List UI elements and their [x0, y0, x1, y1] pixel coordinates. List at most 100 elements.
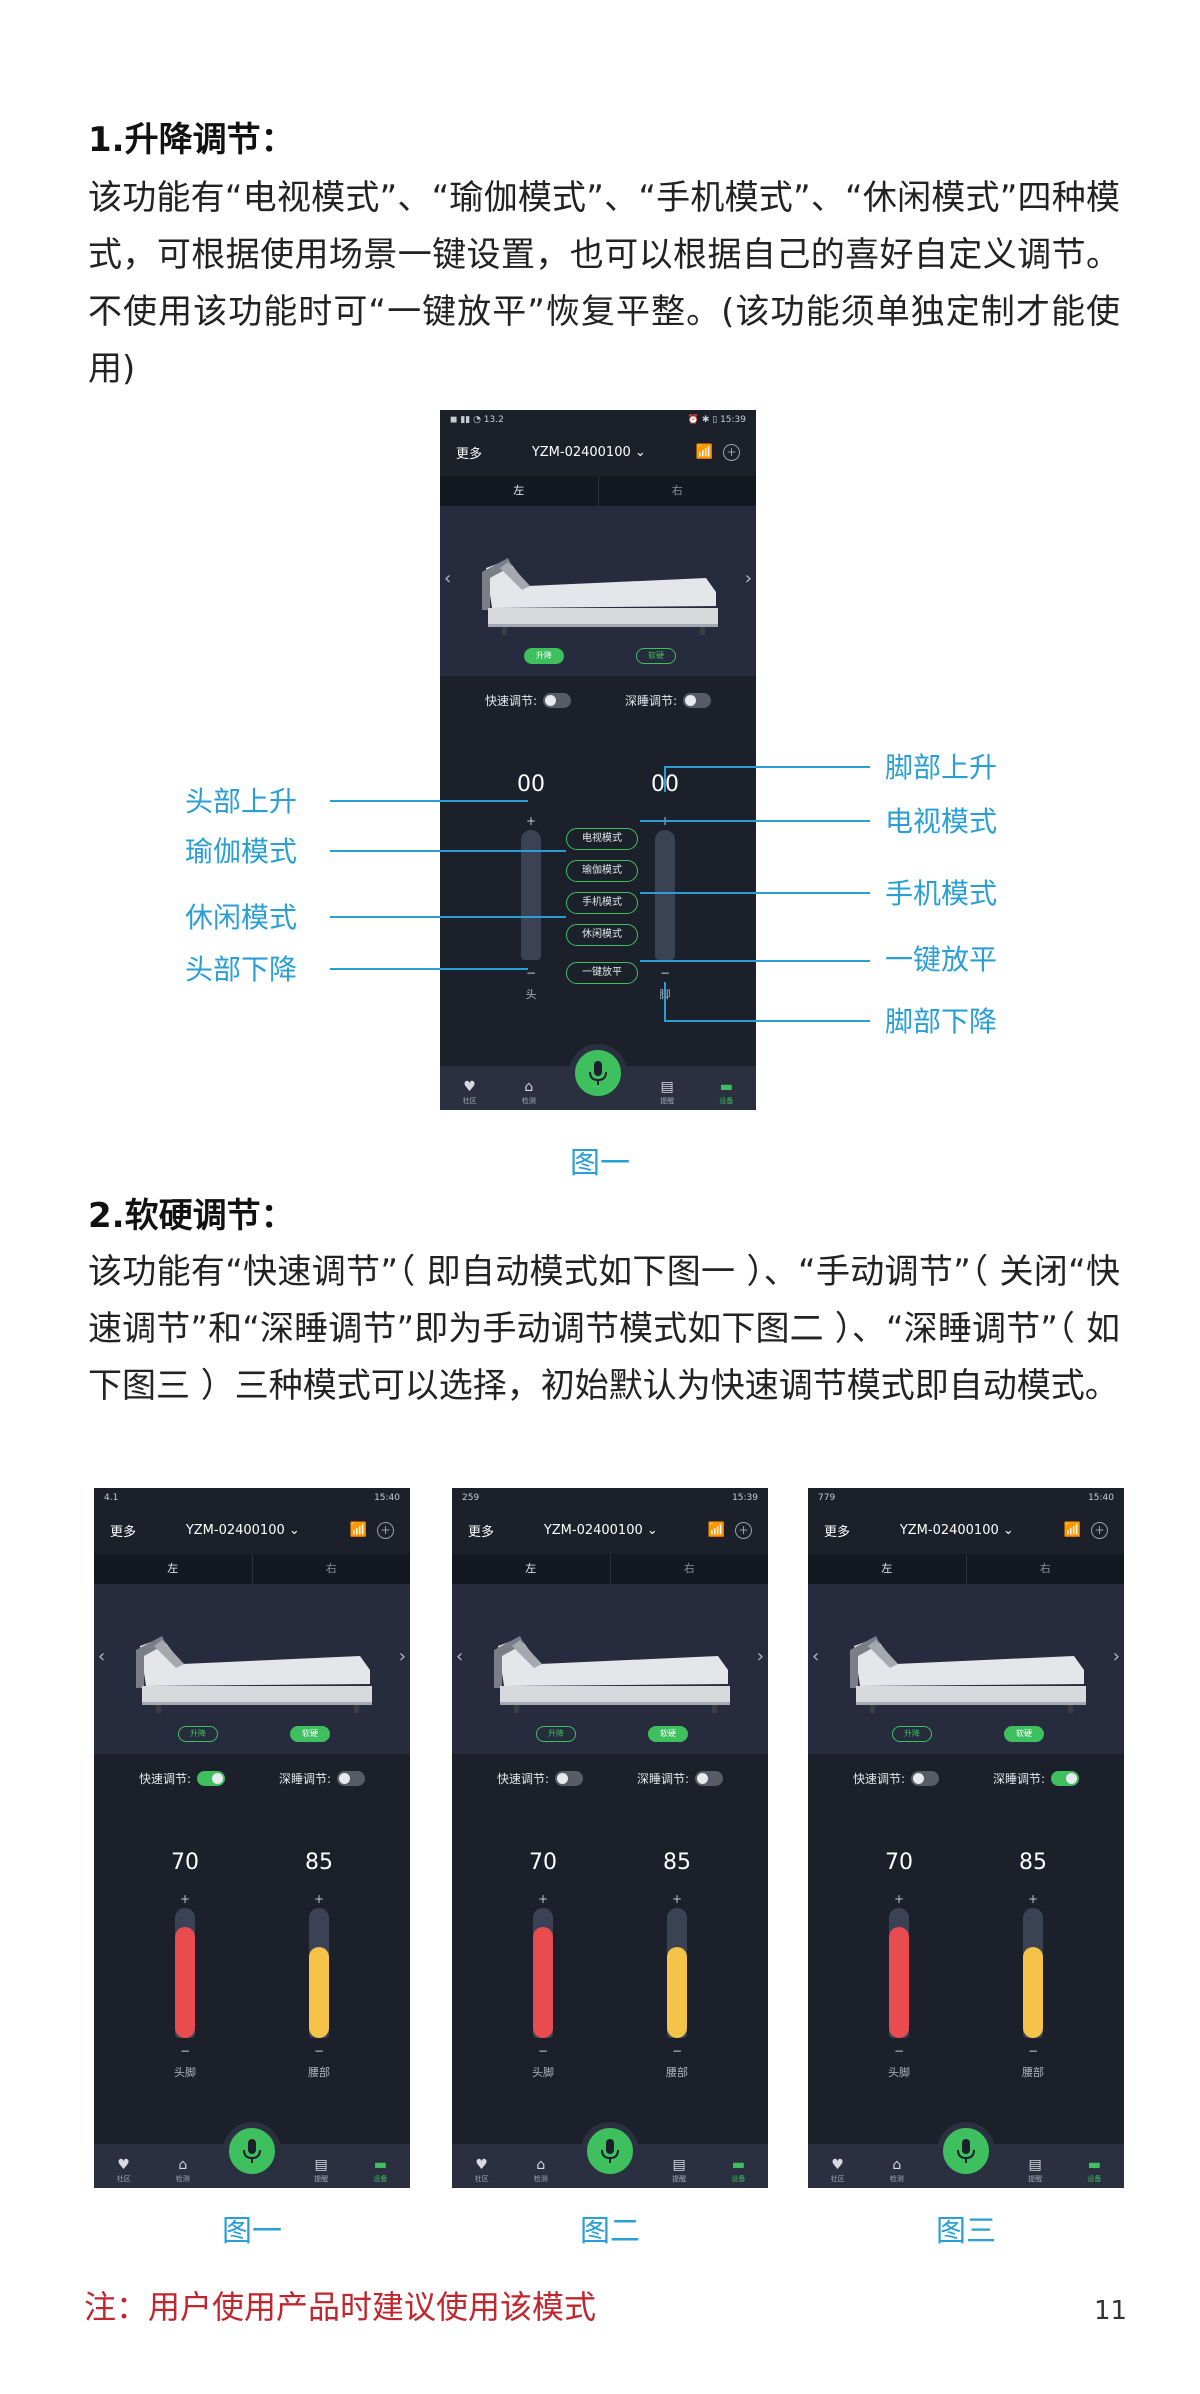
- mic-button[interactable]: [937, 2122, 995, 2180]
- tab-left[interactable]: 左: [94, 1554, 253, 1584]
- nav-remind[interactable]: ▤提醒: [659, 2158, 699, 2184]
- lift-mode-button[interactable]: 升降: [178, 1726, 218, 1742]
- quick-adjust-toggle[interactable]: [555, 1770, 584, 1786]
- device-selector[interactable]: YZM-02400100 ⌄: [899, 1522, 1014, 1538]
- waist-slider[interactable]: [667, 1908, 687, 2038]
- more-button[interactable]: 更多: [456, 446, 483, 462]
- chevron-left-icon[interactable]: ‹: [444, 568, 452, 589]
- bed-preview: ‹ › 升降 软硬: [94, 1584, 410, 1754]
- chevron-right-icon[interactable]: ›: [1112, 1646, 1120, 1667]
- deep-sleep-toggle[interactable]: [1051, 1770, 1080, 1786]
- nav-device[interactable]: ▬设备: [718, 2158, 758, 2184]
- nav-community[interactable]: ♥社区: [450, 1080, 490, 1106]
- deep-sleep-label: 深睡调节:: [278, 1771, 332, 1786]
- tv-mode-button[interactable]: 电视模式: [566, 828, 638, 850]
- waist-slider[interactable]: [1023, 1908, 1043, 2038]
- add-icon[interactable]: +: [735, 1521, 752, 1539]
- device-selector[interactable]: YZM-02400100 ⌄: [531, 444, 646, 460]
- add-icon[interactable]: +: [723, 443, 740, 461]
- head-minus[interactable]: −: [525, 966, 537, 980]
- deep-sleep-toggle[interactable]: [337, 1770, 366, 1786]
- foot-slider[interactable]: [655, 830, 675, 960]
- nav-remind[interactable]: ▤提醒: [647, 1080, 687, 1106]
- leisure-mode-button[interactable]: 休闲模式: [566, 924, 638, 946]
- tab-right[interactable]: 右: [683, 1562, 695, 1575]
- device-selector[interactable]: YZM-02400100 ⌄: [543, 1522, 658, 1538]
- flat-reset-button[interactable]: 一键放平: [566, 962, 638, 984]
- waist-minus[interactable]: −: [1027, 2044, 1039, 2058]
- deep-sleep-toggle[interactable]: [683, 692, 712, 708]
- add-icon[interactable]: +: [1091, 1521, 1108, 1539]
- head-slider[interactable]: [521, 830, 541, 960]
- tab-right[interactable]: 右: [1039, 1562, 1051, 1575]
- wifi-icon[interactable]: 📶: [1063, 1521, 1081, 1538]
- more-button[interactable]: 更多: [824, 1524, 851, 1540]
- more-button[interactable]: 更多: [468, 1524, 495, 1540]
- more-button[interactable]: 更多: [110, 1524, 137, 1540]
- lift-mode-button[interactable]: 升降: [536, 1726, 576, 1742]
- chevron-right-icon[interactable]: ›: [744, 568, 752, 589]
- head-plus[interactable]: +: [525, 814, 537, 828]
- nav-label: 检测: [175, 2175, 190, 2183]
- mic-button[interactable]: [223, 2122, 281, 2180]
- chevron-right-icon[interactable]: ›: [398, 1646, 406, 1667]
- head-foot-plus[interactable]: +: [893, 1892, 905, 1906]
- head-foot-slider[interactable]: [889, 1908, 909, 2038]
- mic-button[interactable]: [581, 2122, 639, 2180]
- head-foot-plus[interactable]: +: [537, 1892, 549, 1906]
- nav-remind[interactable]: ▤提醒: [301, 2158, 341, 2184]
- waist-slider[interactable]: [309, 1908, 329, 2038]
- yoga-mode-button[interactable]: 瑜伽模式: [566, 860, 638, 882]
- tab-left[interactable]: 左: [808, 1554, 967, 1584]
- waist-minus[interactable]: −: [671, 2044, 683, 2058]
- tab-left[interactable]: 左: [440, 476, 599, 506]
- head-foot-minus[interactable]: −: [179, 2044, 191, 2058]
- nav-detect[interactable]: ⌂检测: [509, 1080, 549, 1106]
- nav-detect[interactable]: ⌂检测: [877, 2158, 917, 2184]
- home-icon: ⌂: [178, 2157, 188, 2173]
- quick-adjust-toggle[interactable]: [543, 692, 572, 708]
- phone-mode-button[interactable]: 手机模式: [566, 892, 638, 914]
- waist-plus[interactable]: +: [313, 1892, 325, 1906]
- quick-adjust-toggle[interactable]: [911, 1770, 940, 1786]
- head-foot-slider[interactable]: [533, 1908, 553, 2038]
- wifi-icon[interactable]: 📶: [707, 1521, 725, 1538]
- head-foot-minus[interactable]: −: [537, 2044, 549, 2058]
- nav-community[interactable]: ♥社区: [104, 2158, 144, 2184]
- soft-mode-button[interactable]: 软硬: [1004, 1726, 1044, 1742]
- waist-plus[interactable]: +: [671, 1892, 683, 1906]
- lift-mode-button[interactable]: 升降: [892, 1726, 932, 1742]
- nav-device[interactable]: ▬设备: [706, 1080, 746, 1106]
- chevron-left-icon[interactable]: ‹: [812, 1646, 820, 1667]
- chevron-left-icon[interactable]: ‹: [456, 1646, 464, 1667]
- nav-community[interactable]: ♥社区: [462, 2158, 502, 2184]
- wifi-icon[interactable]: 📶: [349, 1521, 367, 1538]
- nav-community[interactable]: ♥社区: [818, 2158, 858, 2184]
- waist-minus[interactable]: −: [313, 2044, 325, 2058]
- tab-right[interactable]: 右: [325, 1562, 337, 1575]
- quick-adjust-toggle[interactable]: [197, 1770, 226, 1786]
- nav-remind[interactable]: ▤提醒: [1015, 2158, 1055, 2184]
- nav-detect[interactable]: ⌂检测: [521, 2158, 561, 2184]
- foot-minus[interactable]: −: [659, 966, 671, 980]
- head-foot-minus[interactable]: −: [893, 2044, 905, 2058]
- nav-device[interactable]: ▬设备: [360, 2158, 400, 2184]
- chevron-left-icon[interactable]: ‹: [98, 1646, 106, 1667]
- tab-left[interactable]: 左: [452, 1554, 611, 1584]
- wifi-icon[interactable]: 📶: [695, 443, 713, 460]
- lift-mode-button[interactable]: 升降: [524, 648, 564, 664]
- head-foot-slider[interactable]: [175, 1908, 195, 2038]
- waist-plus[interactable]: +: [1027, 1892, 1039, 1906]
- soft-mode-button[interactable]: 软硬: [648, 1726, 688, 1742]
- nav-device[interactable]: ▬设备: [1074, 2158, 1114, 2184]
- soft-mode-button[interactable]: 软硬: [636, 648, 676, 664]
- tab-right[interactable]: 右: [671, 484, 683, 497]
- deep-sleep-toggle[interactable]: [695, 1770, 724, 1786]
- nav-detect[interactable]: ⌂ 检测: [163, 2158, 203, 2184]
- chevron-right-icon[interactable]: ›: [756, 1646, 764, 1667]
- head-foot-plus[interactable]: +: [179, 1892, 191, 1906]
- soft-mode-button[interactable]: 软硬: [290, 1726, 330, 1742]
- mic-button[interactable]: [569, 1044, 627, 1102]
- device-selector[interactable]: YZM-02400100 ⌄: [185, 1522, 300, 1538]
- add-icon[interactable]: +: [377, 1521, 394, 1539]
